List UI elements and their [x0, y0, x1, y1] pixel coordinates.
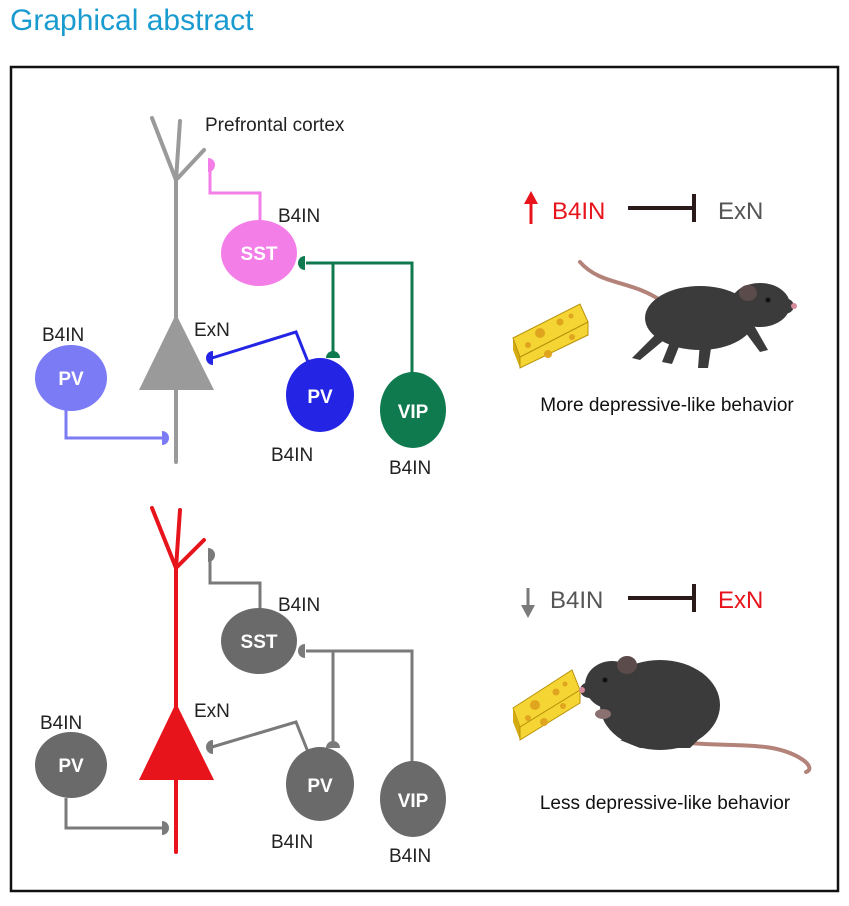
bottom-cheese-icon [512, 669, 581, 741]
bottom-pv-right-projection [211, 720, 310, 753]
bottom-sst-synapse [208, 548, 215, 562]
top-pv-left-projection [64, 410, 162, 440]
bottom-summary-target: ExN [718, 587, 763, 614]
top-circuit: Prefrontal cortex ExN SST B4IN VIP B4IN … [35, 115, 446, 479]
bottom-excitatory-neuron [150, 506, 206, 854]
bottom-pv-left-tag: B4IN [40, 713, 82, 734]
top-pv-left-tag: B4IN [42, 325, 84, 346]
top-inhibition-bar [628, 194, 696, 222]
up-arrow-icon [524, 191, 538, 224]
bottom-pv-right-tag: B4IN [271, 832, 313, 853]
top-behavior-label: More depressive-like behavior [540, 395, 794, 416]
bottom-vip-tag: B4IN [389, 846, 431, 867]
bottom-vip-name: VIP [398, 791, 429, 812]
top-exn-label: ExN [194, 320, 230, 341]
bottom-pv-right-synapse [206, 740, 213, 754]
top-sst-name: SST [241, 244, 278, 265]
bottom-inhibition-bar [628, 584, 696, 612]
top-summary-target: ExN [718, 198, 763, 225]
top-vip-synapse-pv [326, 351, 340, 358]
top-vip-tag: B4IN [389, 458, 431, 479]
top-pv-right-cell [286, 358, 354, 432]
bottom-pv-right-cell [286, 747, 354, 821]
top-pv-left-synapse [162, 431, 169, 445]
bottom-pv-left-synapse [162, 821, 169, 835]
bottom-sst-tag: B4IN [278, 595, 320, 616]
top-region-label: Prefrontal cortex [205, 115, 345, 136]
bottom-exn-label: ExN [194, 701, 230, 722]
bottom-vip-cell [380, 761, 446, 837]
top-excitatory-neuron [150, 116, 206, 464]
bottom-sst-cell [221, 608, 297, 674]
bottom-sst-name: SST [241, 632, 278, 653]
top-sst-synapse [208, 158, 215, 172]
figure-frame [9, 65, 840, 893]
bottom-behavior-label: Less depressive-like behavior [540, 793, 791, 814]
top-pv-left-name: PV [58, 369, 84, 390]
bottom-vip-synapse-sst [298, 644, 305, 658]
top-vip-name: VIP [398, 402, 429, 423]
bottom-vip-synapse-pv [326, 741, 340, 748]
top-sst-projection [208, 167, 262, 222]
top-pv-right-projection [211, 330, 310, 363]
top-pv-left-cell [35, 345, 107, 411]
top-excitatory-soma [139, 314, 214, 390]
top-summary-inhibitor: B4IN [552, 198, 605, 225]
top-summary: B4IN ExN [512, 191, 797, 416]
page-title: Graphical abstract [10, 4, 254, 37]
bottom-pv-left-projection [64, 798, 162, 830]
bottom-summary-inhibitor: B4IN [550, 587, 603, 614]
bottom-mouse-icon [579, 656, 812, 774]
down-arrow-icon [521, 588, 535, 618]
bottom-excitatory-soma [139, 703, 214, 780]
top-vip-projection [306, 261, 414, 375]
bottom-pv-left-name: PV [58, 756, 84, 777]
top-pv-right-synapse [206, 351, 213, 365]
top-pv-right-name: PV [307, 387, 333, 408]
top-pv-right-tag: B4IN [271, 445, 313, 466]
bottom-summary: B4IN ExN Le [512, 584, 812, 814]
top-vip-synapse-sst [298, 256, 305, 270]
bottom-circuit: ExN SST B4IN VIP B4IN PV B4IN [35, 506, 446, 867]
bottom-sst-projection [208, 556, 262, 612]
top-cheese-icon [512, 303, 589, 369]
top-vip-cell [380, 372, 446, 448]
top-sst-tag: B4IN [278, 206, 320, 227]
bottom-pv-right-name: PV [307, 776, 333, 797]
top-mouse-icon [578, 260, 797, 368]
bottom-pv-left-cell [35, 732, 107, 798]
top-sst-cell [221, 220, 297, 286]
bottom-vip-projection [306, 649, 414, 763]
